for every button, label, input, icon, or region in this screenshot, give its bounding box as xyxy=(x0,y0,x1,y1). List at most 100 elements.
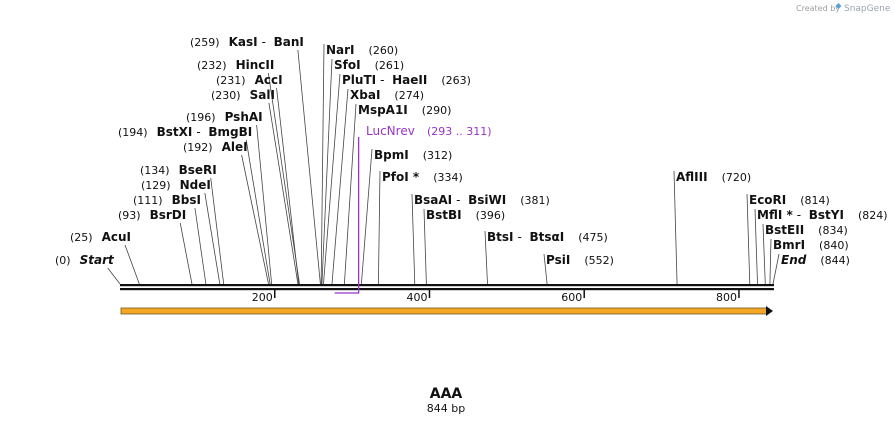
site-line xyxy=(107,267,121,285)
site-position: (844) xyxy=(820,254,850,267)
site-line xyxy=(323,73,341,285)
site-position: (111) xyxy=(133,194,163,207)
site-position: (274) xyxy=(394,89,424,102)
site-bmri[interactable]: BmrI(840) xyxy=(773,238,849,252)
enzyme-name: BstBI xyxy=(426,208,462,222)
site-position: (290) xyxy=(422,104,452,117)
site-bstbi[interactable]: BstBI(396) xyxy=(426,208,505,222)
site-pfoi[interactable]: PfoI *(334) xyxy=(382,170,463,184)
enzyme-name: BstYI xyxy=(809,208,844,222)
site-position: (824) xyxy=(858,209,888,222)
snapgene-logo-icon xyxy=(835,3,842,9)
site-lines xyxy=(107,43,780,285)
site-position: (259) xyxy=(190,36,220,49)
name-separator: - xyxy=(456,193,460,207)
enzyme-name: AcuI xyxy=(102,230,131,244)
site-line xyxy=(297,49,321,285)
site-hincii[interactable]: (232)HincII xyxy=(197,58,274,72)
site-sali[interactable]: (230)SalI xyxy=(211,88,275,102)
site-kasi-bani[interactable]: (259)KasI-BanI xyxy=(190,35,304,49)
enzyme-name: PluTI xyxy=(342,73,376,87)
enzyme-name: EcoRI xyxy=(749,193,786,207)
enzyme-name: BmgBI xyxy=(208,125,252,139)
site-position: (0) xyxy=(55,254,71,267)
site-line xyxy=(331,88,349,285)
enzyme-name: MspA1I xyxy=(358,103,408,117)
enzyme-name: BstXI xyxy=(157,125,193,139)
enzyme-name: BseRI xyxy=(179,163,217,177)
enzyme-name: KasI xyxy=(229,35,258,49)
site-position: (230) xyxy=(211,89,241,102)
snapgene-brand: SnapGene xyxy=(844,4,891,14)
primer-range: (293 .. 311) xyxy=(427,125,492,138)
backbone-bottom-line xyxy=(120,288,774,291)
site-mspa1i[interactable]: MspA1I (290) xyxy=(358,103,451,117)
site-sfoi[interactable]: SfoI(261) xyxy=(334,58,404,72)
site-bsrdi[interactable]: (93) BsrDI xyxy=(118,208,186,222)
site-line xyxy=(267,72,300,285)
site-bbsi[interactable]: (111)BbsI xyxy=(133,193,201,207)
site-acui[interactable]: (25) AcuI xyxy=(70,230,131,244)
site-line xyxy=(769,238,772,285)
site-mfli-bstyi[interactable]: MflI *-BstYI(824) xyxy=(757,208,888,222)
enzyme-name: NdeI xyxy=(180,178,211,192)
site-line xyxy=(124,244,140,285)
name-separator: - xyxy=(262,35,266,49)
feature-arrow[interactable] xyxy=(120,306,773,316)
site-bsteii[interactable]: BstEII (834) xyxy=(765,223,848,237)
enzyme-name: BtsI xyxy=(487,230,514,244)
site-pluti-haeii[interactable]: PluTI-HaeII(263) xyxy=(342,73,471,87)
enzyme-name: PsiI xyxy=(546,253,570,267)
site-line xyxy=(268,102,299,285)
site-position: (93) xyxy=(118,209,141,222)
site-pshai[interactable]: (196)PshAI xyxy=(186,110,263,124)
site-position: (312) xyxy=(423,149,453,162)
site-bsaai-bsiwi[interactable]: BsaAI-BsiWI(381) xyxy=(414,193,550,207)
site-position: (231) xyxy=(216,74,246,87)
site-afliii[interactable]: AflIII(720) xyxy=(676,170,751,184)
site-end[interactable]: End(844) xyxy=(781,253,850,267)
site-line xyxy=(754,208,758,285)
site-bstxi-bmgbi[interactable]: (194) BstXI-BmgBI xyxy=(118,125,252,139)
site-position: (194) xyxy=(118,126,148,139)
site-position: (720) xyxy=(722,171,752,184)
axis-tick-label: 400 xyxy=(406,291,427,304)
enzyme-name: HincII xyxy=(236,58,275,72)
site-btsi-bts-i[interactable]: BtsI-BtsαI(475) xyxy=(487,230,608,244)
enzyme-name: BmrI xyxy=(773,238,805,252)
created-by-text: Created by xyxy=(796,4,840,13)
name-separator: - xyxy=(196,125,200,139)
enzyme-name: AccI xyxy=(255,73,283,87)
site-ndei[interactable]: (129)NdeI xyxy=(141,178,211,192)
site-position: (834) xyxy=(818,224,848,237)
site-bpmi[interactable]: BpmI(312) xyxy=(374,148,452,162)
backbone-top-line xyxy=(120,284,774,287)
primer-group[interactable]: LucNrev (293 .. 311) xyxy=(334,124,492,294)
site-position: (134) xyxy=(140,164,170,177)
primer-arrow xyxy=(334,137,360,294)
site-line xyxy=(179,222,193,285)
enzyme-name: BstEII xyxy=(765,223,804,237)
site-start[interactable]: (0)Start xyxy=(55,253,115,267)
site-line xyxy=(343,103,357,285)
site-psii[interactable]: PsiI (552) xyxy=(546,253,614,267)
enzyme-name: BsrDI xyxy=(150,208,187,222)
enzyme-name: BsiWI xyxy=(468,193,506,207)
site-nari[interactable]: NarI(260) xyxy=(326,43,398,57)
site-xbai[interactable]: XbaI(274) xyxy=(350,88,424,102)
site-bseri[interactable]: (134) BseRI xyxy=(140,163,217,177)
site-line xyxy=(320,43,325,285)
name-separator: - xyxy=(797,208,801,222)
primer-name: LucNrev xyxy=(366,124,415,138)
enzyme-name: BsaAI xyxy=(414,193,452,207)
site-position: (25) xyxy=(70,231,93,244)
enzyme-name: PshAI xyxy=(225,110,263,124)
site-acci[interactable]: (231) AccI xyxy=(216,73,283,87)
site-alei[interactable]: (192)AleI xyxy=(183,140,248,154)
site-position: (552) xyxy=(584,254,614,267)
enzyme-name: SfoI xyxy=(334,58,361,72)
site-line xyxy=(484,230,488,285)
site-ecori[interactable]: EcoRI(814) xyxy=(749,193,830,207)
site-position: (263) xyxy=(441,74,471,87)
